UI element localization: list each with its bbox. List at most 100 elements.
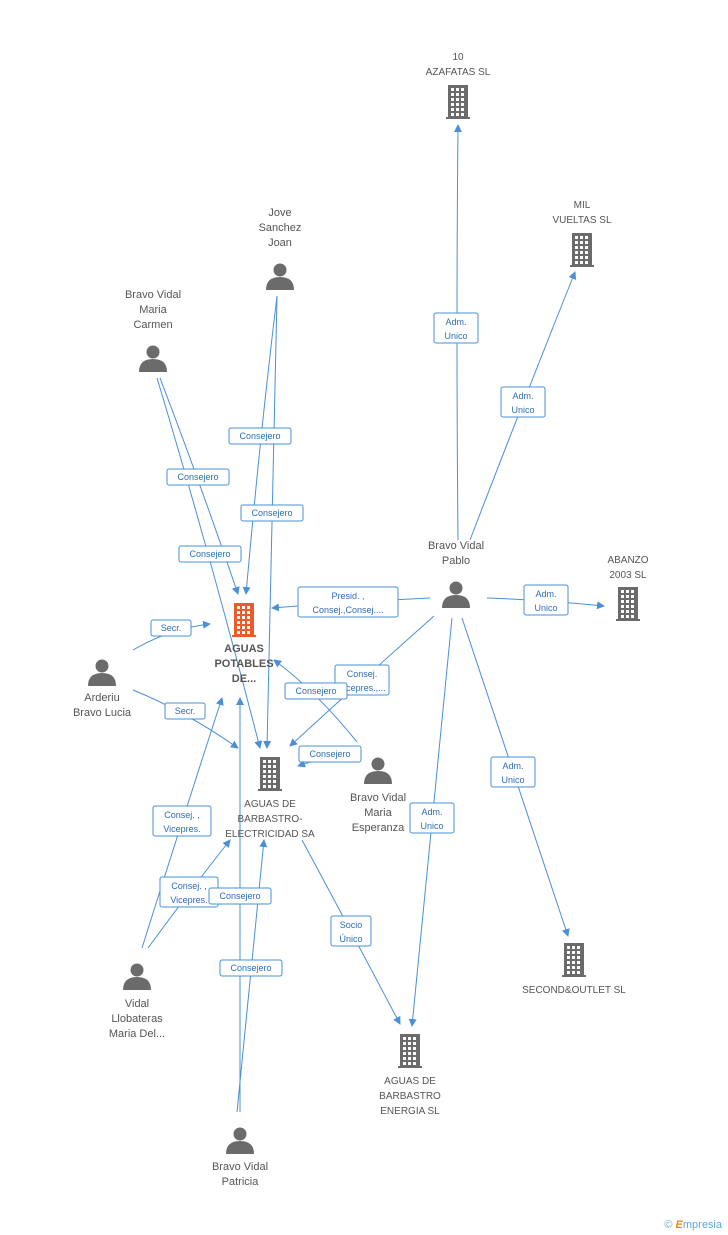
node-second_outlet[interactable]: SECOND&OUTLET SL <box>522 943 626 996</box>
edge-labels-layer: Adm.UnicoAdm.UnicoAdm.UnicoAdm.UnicoAdm.… <box>150 312 569 977</box>
building-icon <box>232 603 256 637</box>
edge-label-text: Consej.,Consej.... <box>312 605 383 615</box>
edge-label-bravo_esperanza-to-aguas_potables[interactable]: Consejero <box>284 682 348 700</box>
edge-label-text: Unico <box>511 405 534 415</box>
node-abanzo[interactable]: ABANZO 2003 SL <box>607 555 649 621</box>
node-aguas_energia[interactable]: AGUAS DE BARBASTRO ENERGIA SL <box>379 1034 441 1117</box>
person-icon <box>364 757 392 784</box>
edge-label-bravo_pablo-to-second_outlet[interactable]: Adm.Unico <box>490 756 536 788</box>
edge-label-bravo_pablo-to-mil_vueltas[interactable]: Adm.Unico <box>500 386 546 418</box>
building-icon <box>398 1034 422 1068</box>
brand-initial: E <box>675 1219 683 1231</box>
building-icon <box>446 85 470 119</box>
node-label: Maria <box>139 304 167 316</box>
node-label: 10 <box>452 52 464 63</box>
node-label: BARBASTRO- <box>237 814 302 825</box>
node-label: Esperanza <box>352 822 405 834</box>
node-label: Bravo Lucia <box>73 707 132 719</box>
edge-label-bravo_pablo-to-aguas_potables[interactable]: Presid. , Consej.,Consej.... <box>297 586 399 618</box>
node-label: Maria Del... <box>109 1028 165 1040</box>
edge-label-text: Vicepres.,... <box>338 683 385 693</box>
edge-jove-to-aguas_potables <box>242 295 278 595</box>
node-label: Bravo Vidal <box>350 792 406 804</box>
edge-label-text: Consejero <box>309 749 350 759</box>
edge-label-bravo_carmen-to-aguas_potables[interactable]: Consejero <box>166 468 230 486</box>
building-icon <box>616 587 640 621</box>
person-icon <box>226 1127 254 1154</box>
edge-label-text: Consejero <box>189 549 230 559</box>
edge-label-vidal_llobateras-to-aguas_potables[interactable]: Consej. ,Vicepres. <box>152 805 212 837</box>
edge-label-arderiu-to-aguas_potables[interactable]: Secr. <box>150 619 192 637</box>
node-aguas_potables[interactable]: AGUASPOTABLESDE... <box>214 603 274 685</box>
edge-label-text: Unico <box>420 821 443 831</box>
edge-label-text: Consejero <box>230 963 271 973</box>
node-label: Bravo Vidal <box>428 540 484 552</box>
edge-label-bravo_pablo-to-azafatas[interactable]: Adm.Unico <box>433 312 479 344</box>
node-label: Carmen <box>133 319 172 331</box>
node-label: DE... <box>232 673 256 685</box>
node-label: Sanchez <box>259 222 302 234</box>
edge-label-text: Consej. , <box>164 810 200 820</box>
edge-label-jove-to-aguas_electricidad[interactable]: Consejero <box>240 504 304 522</box>
edges-layer <box>132 124 605 1113</box>
copyright-icon: © <box>664 1219 673 1231</box>
edge-label-bravo_carmen-to-aguas_electricidad[interactable]: Consejero <box>178 545 242 563</box>
edge-label-text: Unico <box>444 331 467 341</box>
edge-label-text: Socio <box>340 920 363 930</box>
edge-label-text: Adm. <box>535 589 556 599</box>
node-label: Arderiu <box>84 692 119 704</box>
node-label: Patricia <box>222 1176 260 1188</box>
edge-label-jove-to-aguas_potables[interactable]: Consejero <box>228 427 292 445</box>
building-icon <box>570 233 594 267</box>
edge-label-bravo_esperanza-to-aguas_electricidad[interactable]: Consejero <box>298 745 362 763</box>
node-mil_vueltas[interactable]: MIL VUELTAS SL <box>552 200 612 267</box>
node-label: AGUAS DE <box>244 799 296 810</box>
node-label: MIL <box>574 200 591 211</box>
edge-label-text: Consejero <box>239 431 280 441</box>
node-label: Joan <box>268 237 292 249</box>
edge-label-arderiu-to-aguas_electricidad[interactable]: Secr. <box>164 702 206 720</box>
node-label: Bravo Vidal <box>125 289 181 301</box>
node-label: POTABLES <box>214 658 273 670</box>
edge-label-text: Presid. , <box>331 591 364 601</box>
node-label: 2003 SL <box>609 570 647 581</box>
node-label: AZAFATAS SL <box>426 67 491 78</box>
node-label: BARBASTRO <box>379 1091 441 1102</box>
edge-label-bravo_patricia-to-aguas_electricidad[interactable]: Consejero <box>219 959 283 977</box>
edge-label-text: Único <box>339 934 362 944</box>
node-label: Jove <box>268 207 291 219</box>
edge-label-bravo_pablo-to-abanzo[interactable]: Adm.Unico <box>523 584 569 616</box>
node-label: VUELTAS SL <box>552 215 612 226</box>
node-label: AGUAS DE <box>384 1076 436 1087</box>
node-label: SECOND&OUTLET SL <box>522 985 626 996</box>
edge-label-text: Adm. <box>421 807 442 817</box>
edge-label-text: Consejero <box>219 891 260 901</box>
edge-label-text: Consejero <box>251 508 292 518</box>
person-icon <box>442 581 470 608</box>
edge-label-bravo_pablo-to-aguas_electricidad[interactable]: Consej.Vicepres.,... <box>334 664 390 696</box>
node-label: Vidal <box>125 998 149 1010</box>
building-icon <box>258 757 282 791</box>
node-label: Bravo Vidal <box>212 1161 268 1173</box>
edge-label-text: Consej. , <box>171 881 207 891</box>
node-label: Pablo <box>442 555 470 567</box>
edge-label-text: Secr. <box>175 706 196 716</box>
node-label: ABANZO <box>607 555 648 566</box>
edge-label-bravo_pablo-to-aguas_energia[interactable]: Adm. Unico <box>409 802 455 834</box>
edge-label-bravo_patricia-to-aguas_potables[interactable]: Consejero <box>208 887 272 905</box>
edge-label-text: Unico <box>501 775 524 785</box>
node-label: ENERGIA SL <box>380 1106 440 1117</box>
edge-jove-to-aguas_electricidad <box>263 295 278 749</box>
